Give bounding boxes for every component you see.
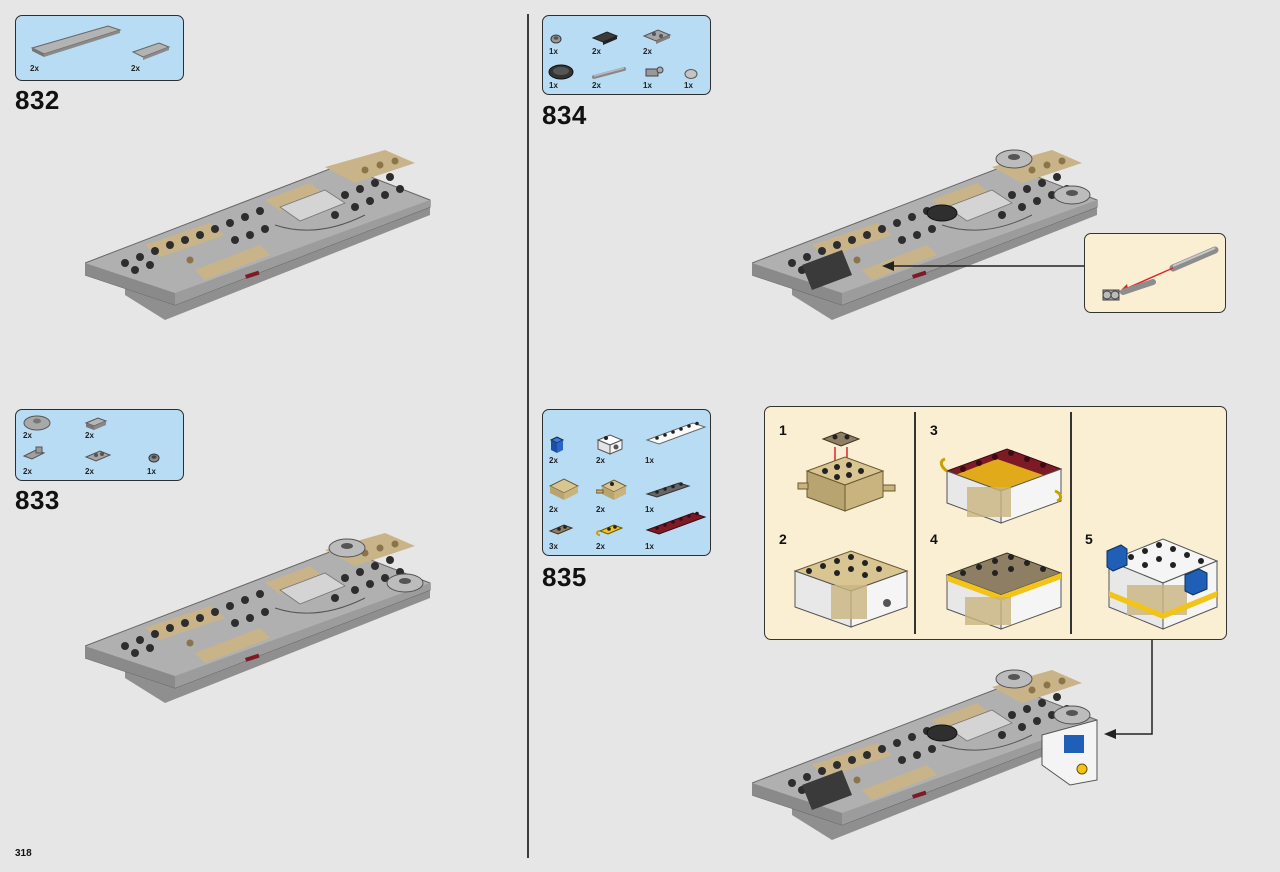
dark-tan-plate-1x2-icon: [548, 524, 574, 535]
gray-plate-2x2-icon: [642, 29, 672, 44]
part-qty: 1x: [549, 81, 558, 90]
parts-list-832: 2x 2x: [15, 15, 184, 81]
part-qty: 1x: [645, 505, 654, 514]
page-divider: [527, 14, 529, 858]
substep-2-image: [793, 550, 909, 628]
parts-list-833: 2x 2x 2x 2x 1x: [15, 409, 184, 481]
tan-brick-with-pin-icon: [596, 479, 628, 500]
substep-callout: 1 2 3 4 5: [764, 406, 1227, 640]
bar-assembly-icon: [1102, 246, 1219, 301]
tan-slope-brick-icon: [548, 478, 580, 500]
step-number: 832: [15, 85, 60, 115]
step-835-model-image: [752, 669, 1098, 841]
gray-bar-icon: [592, 67, 626, 79]
substep-number: 5: [1085, 531, 1093, 547]
white-brick-with-hole-icon: [596, 434, 624, 455]
step-number: 834: [542, 100, 587, 130]
substep-number: 4: [930, 531, 938, 547]
part-qty: 2x: [23, 431, 32, 440]
substep-divider: [1070, 412, 1072, 634]
substep-divider: [914, 412, 916, 634]
gray-bar-holder-icon: [645, 66, 664, 77]
long-light-gray-tile-icon: [30, 25, 122, 57]
substep-5-image: [1106, 538, 1219, 630]
substep-3-image: [939, 448, 1063, 524]
dark-gray-grille-tile-icon: [591, 31, 619, 45]
parts-list-834: 1x 2x 2x 1x 2x 1x 1x: [542, 15, 711, 95]
part-qty: 1x: [684, 81, 693, 90]
step-832-model-image: [85, 149, 431, 321]
part-qty: 2x: [592, 47, 601, 56]
step-833-model-image: [85, 532, 431, 704]
gray-plate-with-clip-icon: [84, 450, 112, 462]
substep-4-image: [945, 552, 1063, 630]
step-number: 833: [15, 485, 60, 515]
substep-number: 1: [779, 422, 787, 438]
step-834-model-image: [752, 149, 1098, 321]
part-qty: 1x: [147, 467, 156, 476]
part-qty: 2x: [596, 505, 605, 514]
blue-brick-1x1-icon: [549, 436, 565, 453]
bar-assembly-callout: [1084, 233, 1226, 313]
substep-number: 2: [779, 531, 787, 547]
dark-gray-plate-1x4-icon: [645, 482, 691, 498]
short-light-gray-tile-icon: [131, 42, 171, 60]
part-qty: 2x: [85, 431, 94, 440]
part-qty: 3x: [549, 542, 558, 551]
round-tile-light-icon: [684, 69, 698, 79]
white-plate-1x6-icon: [645, 421, 707, 445]
substep-1-image: [797, 431, 896, 512]
part-qty: 2x: [643, 47, 652, 56]
part-qty: 1x: [643, 81, 652, 90]
part-qty: 2x: [85, 467, 94, 476]
callout-arrow: [882, 261, 1085, 271]
round-stud-gray-icon: [550, 34, 562, 44]
dark-red-plate-1x6-icon: [645, 511, 707, 535]
yellow-plate-with-clip-icon: [596, 524, 624, 536]
gray-clip-piece-icon: [22, 446, 46, 460]
part-qty: 2x: [596, 456, 605, 465]
part-qty: 1x: [645, 456, 654, 465]
step-number: 835: [542, 562, 587, 592]
part-qty: 2x: [549, 505, 558, 514]
part-qty: 2x: [596, 542, 605, 551]
part-qty: 2x: [30, 64, 39, 73]
dark-round-disc-icon: [548, 64, 574, 80]
round-gray-plate-icon: [23, 415, 51, 431]
page-number: 318: [15, 848, 32, 859]
substep-connector-arrow: [1104, 640, 1153, 739]
gray-tile-1x2-icon: [84, 417, 108, 430]
part-qty: 1x: [645, 542, 654, 551]
parts-list-835: 2x 2x 1x 2x 2x 1x 3x 2x: [542, 409, 711, 556]
part-qty: 2x: [131, 64, 140, 73]
round-stud-dark-icon: [148, 453, 160, 463]
substep-number: 3: [930, 422, 938, 438]
part-qty: 2x: [549, 456, 558, 465]
part-qty: 1x: [549, 47, 558, 56]
part-qty: 2x: [592, 81, 601, 90]
part-qty: 2x: [23, 467, 32, 476]
